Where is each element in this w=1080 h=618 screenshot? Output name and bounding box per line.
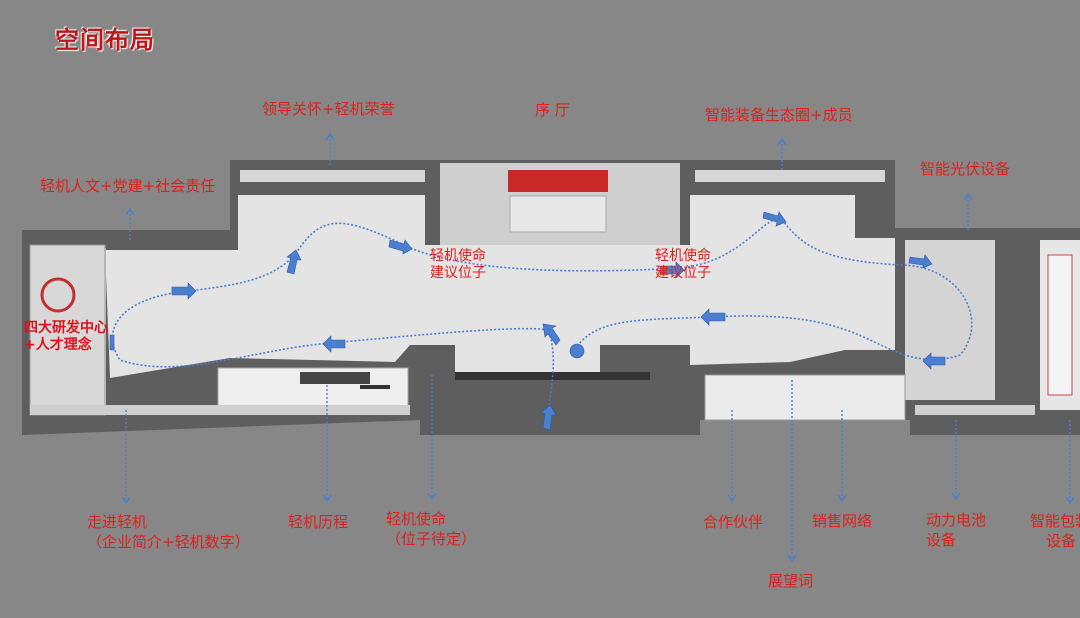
label-line: 轻机使命 [386, 510, 447, 528]
direction-arrows [109, 211, 946, 431]
arrow-icon [286, 249, 302, 275]
label-pv: 智能光伏设备 [920, 160, 1011, 178]
label-enter: 走进轻机 （企业简介+轻机数字） [87, 512, 250, 552]
label-sales: 销售网络 [812, 512, 873, 530]
label-leadership: 领导关怀+轻机荣誉 [262, 100, 395, 118]
label-lobby: 序 厅 [535, 101, 570, 119]
label-line: 四大研发中心 [24, 320, 108, 336]
label-line: 轻机使命 [430, 248, 486, 264]
label-line: 智能包装 [1030, 512, 1080, 530]
label-culture: 轻机人文+党建+社会责任 [40, 177, 216, 195]
label-mission-left: 轻机使命建议位子 [430, 248, 486, 282]
arrow-icon [700, 308, 726, 326]
partners-display [704, 374, 906, 421]
label-line: 建议位子 [430, 265, 486, 281]
label-line: 建议位子 [655, 265, 711, 281]
label-packaging: 智能包装设备 [1030, 511, 1080, 551]
label-battery: 动力电池设备 [926, 510, 986, 550]
arrow-icon [922, 352, 946, 370]
label-vision: 展望词 [768, 572, 814, 590]
label-line: 轻机使命 [655, 248, 711, 264]
callout-lines [125, 135, 1071, 560]
arrow-icon [109, 334, 115, 351]
label-rd-center: 四大研发中心+人才理念 [24, 320, 108, 354]
label-line: 动力电池 [926, 511, 987, 529]
tour-path [111, 217, 973, 426]
label-line: +人才理念 [24, 337, 92, 353]
label-ecosystem: 智能装备生态圈+成员 [705, 106, 853, 124]
start-point [569, 343, 585, 359]
lobby-screen [508, 170, 608, 192]
arrow-icon [762, 211, 787, 227]
page-title: 空间布局 [55, 25, 155, 54]
label-line: 设备 [1046, 532, 1077, 550]
arrow-icon [908, 254, 933, 269]
arrow-icon [542, 323, 561, 346]
arrow-icon [540, 404, 557, 431]
callout-arrowheads [121, 132, 1075, 563]
arrow-icon [659, 261, 685, 279]
arrow-icon [322, 335, 346, 353]
label-history: 轻机历程 [288, 513, 349, 531]
label-line: （企业简介+轻机数字） [87, 533, 250, 551]
label-partners: 合作伙伴 [703, 513, 764, 531]
arrow-icon [388, 239, 413, 255]
label-mission-right: 轻机使命建议位子 [655, 248, 711, 282]
label-mission: 轻机使命 （位子待定） [386, 509, 476, 549]
label-line: （位子待定） [386, 530, 477, 548]
arrow-icon [171, 282, 197, 300]
label-line: 设备 [926, 531, 957, 549]
label-line: 走进轻机 [87, 513, 148, 531]
